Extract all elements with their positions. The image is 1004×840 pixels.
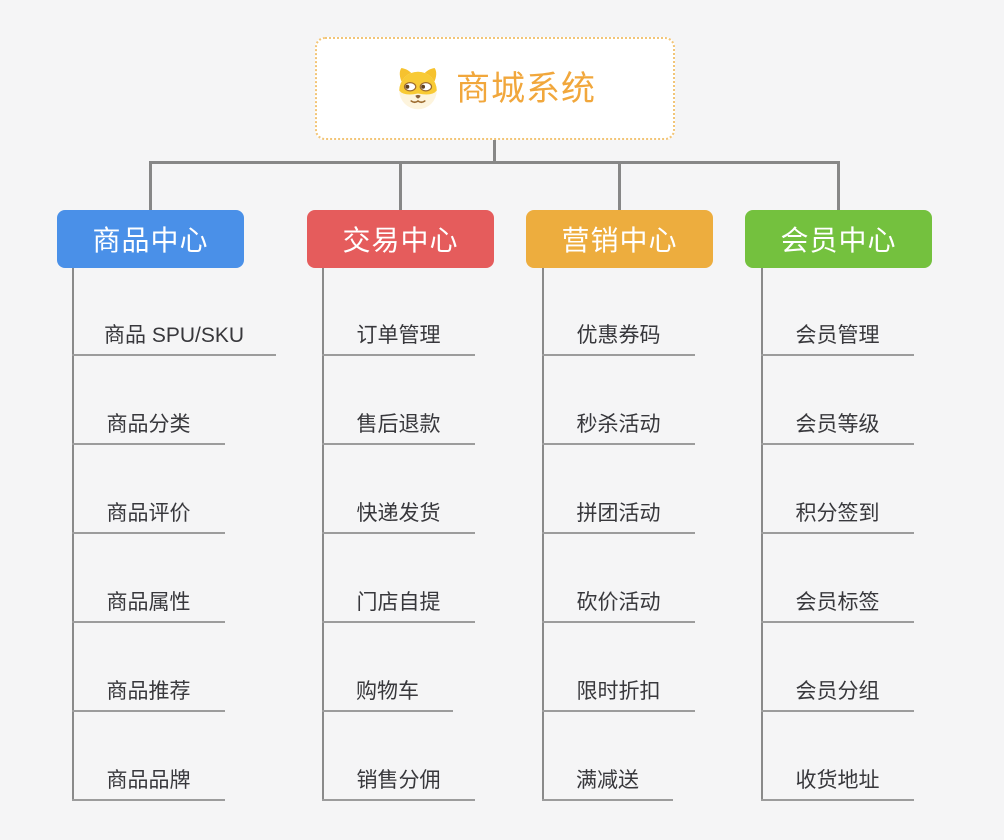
leaf-node[interactable]: 拼团活动 — [542, 492, 695, 534]
dog-face-icon — [399, 67, 437, 109]
leaf-node[interactable]: 商品推荐 — [72, 670, 225, 712]
leaf-node[interactable]: 会员管理 — [761, 314, 914, 356]
leaf-node[interactable]: 积分签到 — [761, 492, 914, 534]
connector-root-stub — [493, 140, 496, 164]
root-title: 商城系统 — [456, 69, 596, 108]
leaf-node[interactable]: 会员等级 — [761, 403, 914, 445]
leaf-node[interactable]: 满减送 — [542, 759, 673, 801]
connector-horizontal — [149, 161, 840, 164]
leaf-node[interactable]: 商品 SPU/SKU — [72, 314, 276, 356]
leaf-node[interactable]: 售后退款 — [322, 403, 475, 445]
leaf-node[interactable]: 收货地址 — [761, 759, 914, 801]
leaf-node[interactable]: 会员标签 — [761, 581, 914, 623]
leaf-node[interactable]: 秒杀活动 — [542, 403, 695, 445]
connector-drop-marketing — [618, 161, 621, 210]
connector-drop-member — [837, 161, 840, 210]
leaf-node[interactable]: 商品分类 — [72, 403, 225, 445]
leaf-node[interactable]: 销售分佣 — [322, 759, 475, 801]
branch-spine-trade — [322, 268, 324, 801]
leaf-node[interactable]: 门店自提 — [322, 581, 475, 623]
leaf-node[interactable]: 会员分组 — [761, 670, 914, 712]
leaf-node[interactable]: 商品品牌 — [72, 759, 225, 801]
root-node[interactable]: 商城系统 — [315, 37, 675, 140]
leaf-node[interactable]: 限时折扣 — [542, 670, 695, 712]
branch-spine-member — [761, 268, 763, 801]
branch-header-product[interactable]: 商品中心 — [57, 210, 244, 268]
connector-drop-product — [149, 161, 152, 210]
leaf-node[interactable]: 优惠券码 — [542, 314, 695, 356]
branch-spine-marketing — [542, 268, 544, 801]
branch-header-marketing[interactable]: 营销中心 — [526, 210, 713, 268]
connector-drop-trade — [399, 161, 402, 210]
leaf-node[interactable]: 快递发货 — [322, 492, 475, 534]
leaf-node[interactable]: 商品属性 — [72, 581, 225, 623]
branch-header-member[interactable]: 会员中心 — [745, 210, 932, 268]
leaf-node[interactable]: 订单管理 — [322, 314, 475, 356]
branch-spine-product — [72, 268, 74, 801]
leaf-node[interactable]: 商品评价 — [72, 492, 225, 534]
leaf-node[interactable]: 购物车 — [322, 670, 453, 712]
leaf-node[interactable]: 砍价活动 — [542, 581, 695, 623]
branch-header-trade[interactable]: 交易中心 — [307, 210, 494, 268]
